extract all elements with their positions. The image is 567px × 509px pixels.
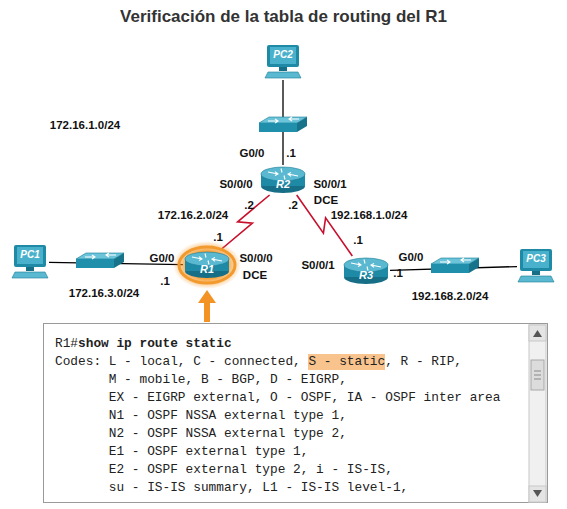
terminal-text: show ip route static xyxy=(78,336,232,351)
pc-name: PC3 xyxy=(517,253,555,264)
router-node: R2 xyxy=(259,165,307,195)
terminal-body: R1#show ip route staticCodes: L - local,… xyxy=(44,324,547,497)
address-label: S0/0/0 xyxy=(239,252,272,264)
address-label: G0/0 xyxy=(150,252,175,264)
router-name: R2 xyxy=(259,178,307,190)
terminal-line: su - IS-IS summary, L1 - IS-IS level-1, xyxy=(55,479,547,497)
address-label: 192.168.1.0/24 xyxy=(331,209,408,221)
address-label: S0/0/1 xyxy=(313,178,346,190)
terminal-text: Codes: L - local, C - connected, S - sta… xyxy=(55,354,462,369)
terminal-text: M - mobile, B - BGP, D - EIGRP, xyxy=(109,372,347,387)
address-label: G0/0 xyxy=(240,147,265,159)
address-label: .1 xyxy=(286,147,296,159)
pc-node: PC2 xyxy=(264,44,302,80)
address-label: DCE xyxy=(314,194,338,206)
terminal-line: E2 - OSPF external type 2, i - IS-IS, xyxy=(55,461,547,479)
terminal-line: N2 - OSPF NSSA external type 2, xyxy=(55,425,547,443)
address-label: .2 xyxy=(288,199,298,211)
address-label: 192.168.2.0/24 xyxy=(412,290,489,302)
address-label: .1 xyxy=(393,267,403,279)
ethernet-link xyxy=(390,267,517,271)
pointer-arrow xyxy=(198,290,216,322)
switch-symbol xyxy=(76,253,124,268)
pc-name: PC1 xyxy=(11,249,49,260)
address-label: S0/0/1 xyxy=(301,259,334,271)
address-label: 172.16.2.0/24 xyxy=(158,209,228,221)
address-label: .1 xyxy=(353,234,363,246)
terminal-text: R1# xyxy=(55,336,78,351)
serial-link xyxy=(297,195,353,256)
terminal-line: M - mobile, B - BGP, D - EIGRP, xyxy=(55,371,547,389)
address-label: .2 xyxy=(244,199,254,211)
ethernet-link xyxy=(282,80,283,165)
terminal-text: E1 - OSPF external type 1, xyxy=(109,444,309,459)
terminal-line: E1 - OSPF external type 1, xyxy=(55,443,547,461)
terminal-text: N1 - OSPF NSSA external type 1, xyxy=(109,408,347,423)
router-node: R3 xyxy=(342,256,390,286)
terminal-text: N2 - OSPF NSSA external type 2, xyxy=(109,426,347,441)
terminal-line: Codes: L - local, C - connected, S - sta… xyxy=(55,353,547,371)
router-highlight xyxy=(173,241,241,289)
pc-node: PC3 xyxy=(517,248,555,284)
router-name: R3 xyxy=(342,269,390,281)
terminal-line: EX - EIGRP external, O - OSPF, IA - OSPF… xyxy=(55,389,547,407)
address-label: DCE xyxy=(243,269,267,281)
serial-link xyxy=(220,195,269,250)
address-label: S0/0/0 xyxy=(219,178,252,190)
router-highlight-ring xyxy=(179,247,235,283)
address-label: G0/0 xyxy=(399,251,424,263)
terminal-text: E2 - OSPF external type 2, i - IS-IS, xyxy=(109,462,393,477)
terminal-text: EX - EIGRP external, O - OSPF, IA - OSPF… xyxy=(109,390,501,405)
address-label: .1 xyxy=(160,275,170,287)
router-name: R1 xyxy=(183,263,231,275)
terminal-line: R1#show ip route static xyxy=(55,335,547,353)
switch-symbol xyxy=(431,258,479,273)
pc-name: PC2 xyxy=(264,49,302,60)
terminal-text: su - IS-IS summary, L1 - IS-IS level-1, xyxy=(109,480,409,495)
diagram-title: Verificación de la tabla de routing del … xyxy=(0,7,567,27)
terminal-line: N1 - OSPF NSSA external type 1, xyxy=(55,407,547,425)
pc-node: PC1 xyxy=(11,244,49,280)
address-label: 172.16.1.0/24 xyxy=(50,119,120,131)
address-label: .1 xyxy=(213,231,223,243)
terminal-box: R1#show ip route staticCodes: L - local,… xyxy=(43,323,548,503)
switch-symbol xyxy=(259,117,307,132)
address-label: 172.16.3.0/24 xyxy=(69,287,139,299)
router-node: R1 xyxy=(183,250,231,280)
